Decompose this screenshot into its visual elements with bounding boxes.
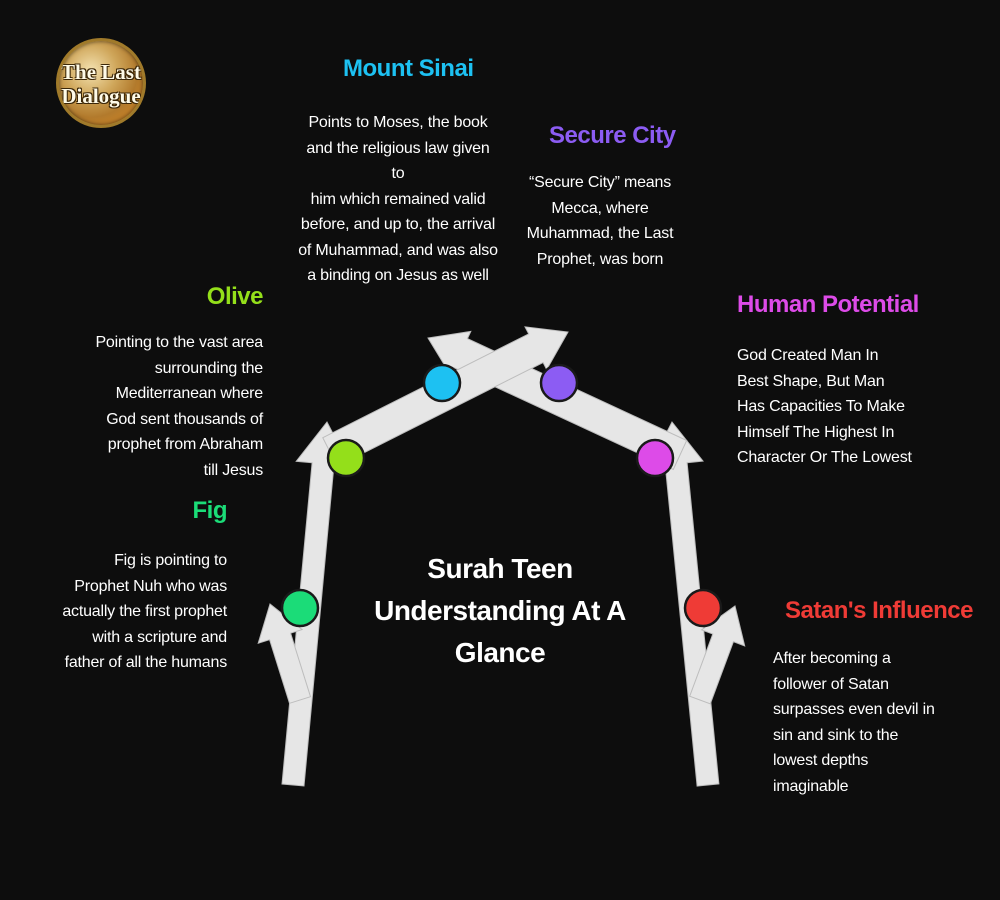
fig-description: Fig is pointing to Prophet Nuh who was a…	[62, 552, 227, 671]
human-potential-label: Human Potential	[737, 291, 919, 318]
satans-influence-label: Satan's Influence	[785, 597, 973, 624]
mount-sinai-description: Points to Moses, the book and the religi…	[298, 114, 498, 284]
mount-sinai-label: Mount Sinai	[343, 55, 474, 82]
olive-description: Pointing to the vast area surrounding th…	[95, 334, 263, 479]
mount-sinai-node-dot	[422, 363, 462, 403]
secure-city-node-dot	[539, 363, 579, 403]
logo-line-2: Dialogue	[61, 84, 141, 108]
fig-label: Fig	[192, 497, 228, 524]
satans-influence-node-dot	[683, 588, 723, 628]
olive-node-dot	[326, 438, 366, 478]
title-line-3: Glance	[454, 637, 546, 668]
arrow-left-outer-tip	[257, 603, 312, 704]
arch-nodes	[280, 363, 723, 628]
diagram-title: Surah Teen Understanding At A Glance	[370, 548, 630, 674]
fig-node-dot	[280, 588, 320, 628]
the-last-dialogue-logo: The Last Dialogue	[56, 38, 146, 128]
satans-influence-description: After becoming a follower of Satan surpa…	[773, 650, 935, 795]
secure-city-label: Secure City	[549, 122, 676, 149]
title-line-2: Understanding At A	[374, 595, 626, 626]
secure-city-description: “Secure City” means Mecca, where Muhamma…	[526, 174, 674, 268]
human-potential-node-dot	[635, 438, 675, 478]
logo-line-1: The Last	[61, 60, 141, 84]
olive-label: Olive	[206, 283, 264, 310]
title-line-1: Surah Teen	[427, 553, 573, 584]
human-potential-description: God Created Man In Best Shape, But Man H…	[737, 347, 912, 466]
